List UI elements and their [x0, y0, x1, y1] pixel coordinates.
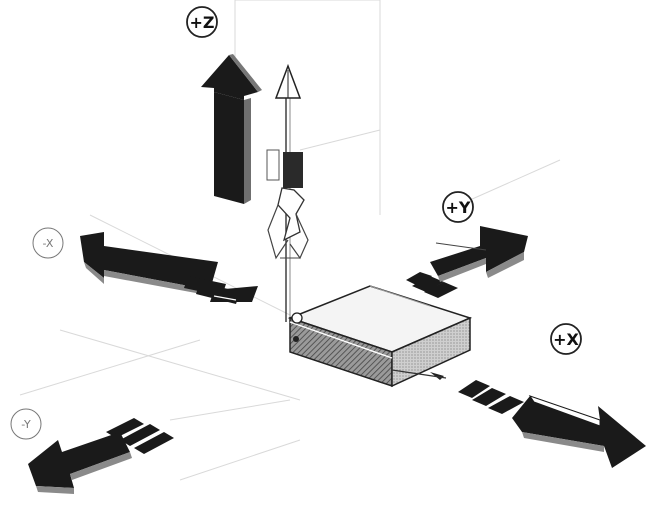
minus-y-arrow: [28, 418, 174, 494]
plus-y-arrow: [406, 226, 528, 298]
label-minus-x-text: -X: [43, 237, 54, 250]
label-plus-y-text: +Y: [446, 198, 471, 217]
label-minus-y-text: -Y: [21, 418, 31, 431]
label-plus-x-text: +X: [553, 330, 579, 349]
tool-spindle-icon: [267, 66, 308, 322]
minus-x-arrow: [80, 232, 258, 304]
plus-x-arrow: [458, 380, 646, 468]
label-plus-z: +Z: [187, 7, 217, 37]
label-minus-x: -X: [33, 228, 63, 258]
label-plus-x: +X: [551, 324, 581, 354]
plus-z-arrow: [201, 54, 262, 204]
workpiece-block-icon: [290, 286, 470, 386]
label-plus-z-text: +Z: [189, 13, 214, 32]
label-minus-y: -Y: [11, 409, 41, 439]
label-plus-y: +Y: [443, 192, 473, 222]
